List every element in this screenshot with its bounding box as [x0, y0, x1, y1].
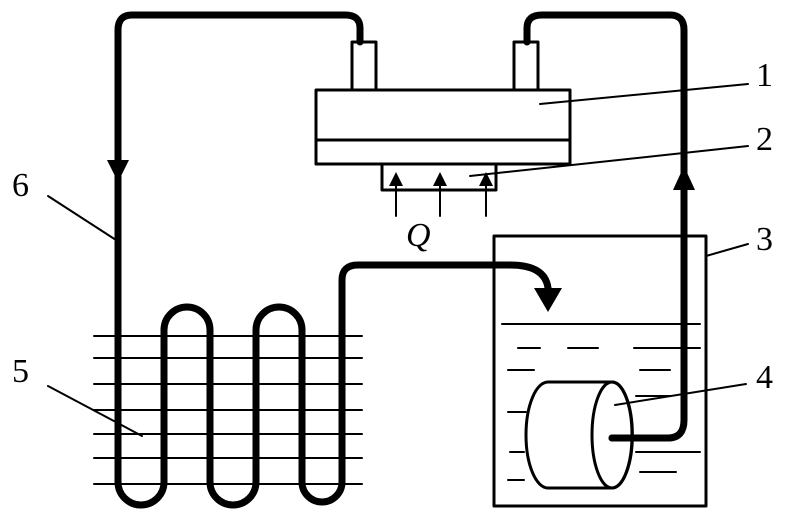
- label-part-1: 1: [756, 57, 773, 94]
- label-part-6: 6: [12, 167, 29, 204]
- device-5-coil: [114, 303, 346, 509]
- pipe-right-loop: [523, 11, 688, 442]
- label-part-4: 4: [756, 359, 773, 396]
- arrow-down-left-pipe: [107, 160, 129, 182]
- arrow-up-right-pipe: [673, 166, 695, 190]
- label-part-5: 5: [12, 353, 29, 390]
- pipe-left-loop: [114, 11, 364, 339]
- leader-lines: [47, 83, 749, 437]
- condenser-fins: [93, 335, 363, 485]
- pipe-to-tank: [338, 261, 552, 339]
- liquid-lines: [501, 323, 701, 481]
- right-stub: [512, 40, 540, 92]
- label-part-2: 2: [756, 121, 773, 158]
- device-1-body: [314, 88, 572, 166]
- arrow-into-tank: [534, 288, 562, 312]
- label-part-3: 3: [756, 221, 773, 258]
- device-3-tank: [492, 234, 708, 508]
- label-heat-q: Q: [406, 217, 431, 254]
- left-stub: [350, 40, 378, 92]
- heat-arrows: [389, 172, 493, 217]
